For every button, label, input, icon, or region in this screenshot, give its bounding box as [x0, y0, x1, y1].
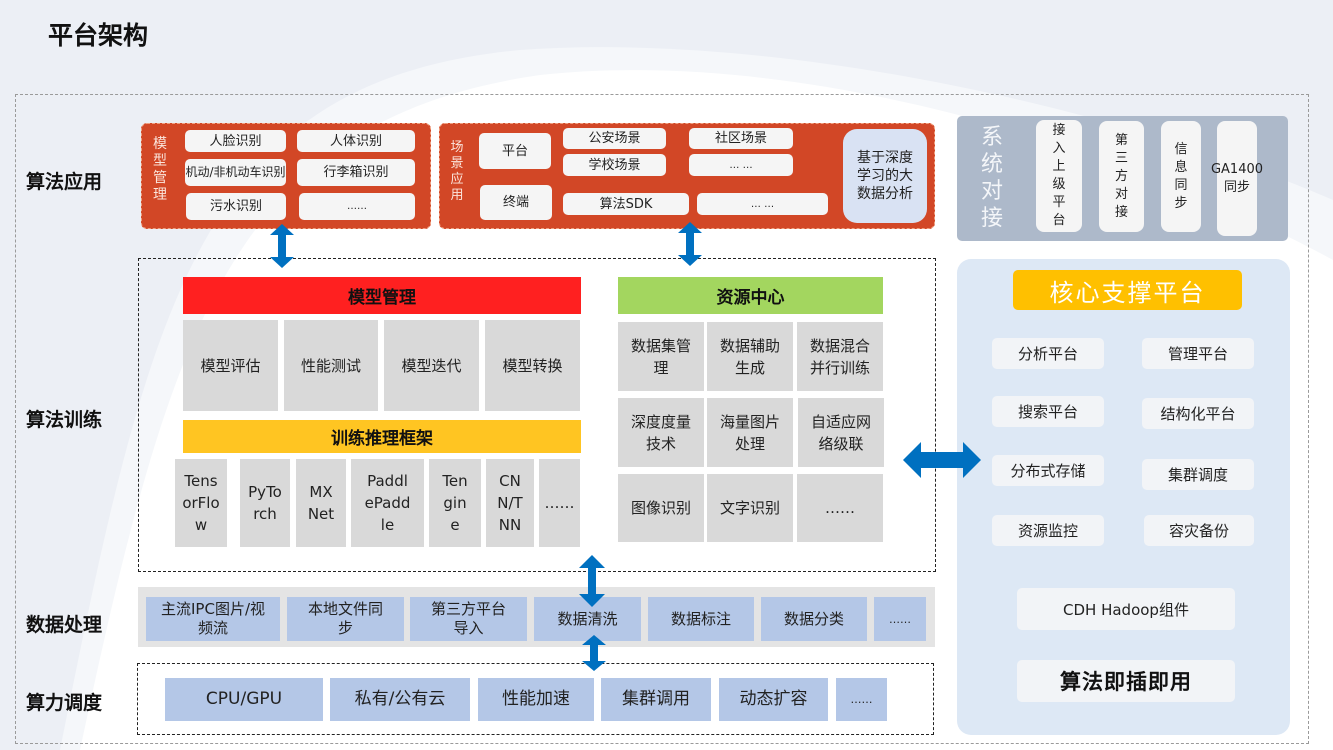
framework-tensorflow[interactable]: TensorFlow	[175, 459, 227, 547]
scene-school[interactable]: 学校场景	[563, 154, 666, 176]
framework-header: 训练推理框架	[183, 420, 581, 453]
scene-terminal[interactable]: 终端	[480, 185, 552, 220]
core-analysis-platform[interactable]: 分析平台	[992, 338, 1104, 369]
model-item-sewage[interactable]: 污水识别	[186, 193, 286, 220]
proc-local-file-sync[interactable]: 本地文件同步	[287, 597, 404, 641]
cdh-hadoop-components[interactable]: CDH Hadoop组件	[1017, 588, 1235, 630]
framework-paddlepaddle[interactable]: PaddlePaddle	[351, 459, 424, 547]
deep-learning-analysis[interactable]: 基于深度学习的大数据分析	[843, 129, 927, 223]
proc-more[interactable]: ……	[874, 597, 926, 641]
compute-dynamic-scaling[interactable]: 动态扩容	[719, 678, 828, 721]
resource-center-header: 资源中心	[618, 277, 883, 314]
framework-more[interactable]: ……	[539, 459, 580, 547]
framework-pytorch[interactable]: PyTorch	[240, 459, 290, 547]
docking-info-sync[interactable]: 信息同步	[1161, 121, 1201, 232]
docking-third-party[interactable]: 第三方对接	[1099, 121, 1144, 232]
framework-cnn-tnn[interactable]: CNN/TNN	[486, 459, 534, 547]
rc-deep-metric[interactable]: 深度度量技术	[618, 398, 704, 467]
layer-label-compute: 算力调度	[26, 692, 103, 714]
model-item-vehicle[interactable]: 机动/非机动车识别	[185, 159, 286, 186]
layer-label-training: 算法训练	[26, 409, 103, 431]
rc-mass-image-processing[interactable]: 海量图片处理	[707, 398, 793, 467]
double-arrow-vertical-icon	[582, 635, 606, 671]
page-title: 平台架构	[48, 21, 149, 50]
double-arrow-vertical-icon	[678, 222, 702, 266]
scene-algorithm-sdk[interactable]: 算法SDK	[563, 193, 689, 215]
model-management-header: 模型管理	[183, 277, 581, 314]
proc-third-party-import[interactable]: 第三方平台导入	[410, 597, 527, 641]
model-item-face[interactable]: 人脸识别	[185, 130, 286, 152]
system-docking-title: 系统对接	[980, 125, 1003, 231]
docking-ga1400-sync[interactable]: GA1400同步	[1211, 121, 1263, 236]
rc-adaptive-cascade[interactable]: 自适应网络级联	[798, 398, 884, 467]
compute-cluster-call[interactable]: 集群调用	[601, 678, 711, 721]
scene-more-2[interactable]: … …	[697, 193, 828, 215]
rc-hybrid-parallel-training[interactable]: 数据混合并行训练	[797, 322, 883, 391]
core-support-title: 核心支撑平台	[1013, 270, 1242, 310]
training-frame	[138, 258, 936, 572]
proc-ipc-stream[interactable]: 主流IPC图片/视频流	[146, 597, 280, 641]
scene-platform[interactable]: 平台	[479, 133, 551, 169]
model-item-body[interactable]: 人体识别	[297, 130, 415, 152]
core-cluster-scheduling[interactable]: 集群调度	[1142, 459, 1254, 490]
plug-and-play-algorithms[interactable]: 算法即插即用	[1017, 660, 1235, 702]
model-item-luggage[interactable]: 行李箱识别	[297, 159, 415, 186]
core-disaster-backup[interactable]: 容灾备份	[1144, 515, 1254, 546]
proc-data-cleaning[interactable]: 数据清洗	[534, 597, 641, 641]
compute-cpu-gpu[interactable]: CPU/GPU	[165, 678, 323, 721]
framework-tengine[interactable]: Tengine	[429, 459, 481, 547]
core-resource-monitoring[interactable]: 资源监控	[992, 515, 1104, 546]
framework-mxnet[interactable]: MXNet	[296, 459, 346, 547]
layer-label-application: 算法应用	[26, 171, 103, 193]
core-search-platform[interactable]: 搜索平台	[992, 396, 1104, 427]
compute-frame	[137, 663, 934, 735]
model-panel-label: 模型管理	[153, 136, 167, 203]
rc-more[interactable]: ……	[797, 474, 883, 542]
mm-evaluate[interactable]: 模型评估	[183, 320, 278, 411]
outer-frame	[15, 94, 1309, 744]
double-arrow-horizontal-icon	[903, 442, 981, 478]
rc-dataset-management[interactable]: 数据集管理	[618, 322, 704, 391]
mm-performance-test[interactable]: 性能测试	[284, 320, 378, 411]
mm-convert[interactable]: 模型转换	[485, 320, 580, 411]
compute-cloud[interactable]: 私有/公有云	[330, 678, 470, 721]
layer-label-processing: 数据处理	[26, 614, 103, 636]
core-structured-platform[interactable]: 结构化平台	[1142, 398, 1254, 429]
rc-data-aided-generation[interactable]: 数据辅助生成	[707, 322, 793, 391]
double-arrow-vertical-icon	[579, 555, 605, 607]
compute-more[interactable]: ……	[836, 678, 887, 721]
scene-community[interactable]: 社区场景	[689, 128, 793, 149]
scene-more-1[interactable]: … …	[689, 154, 793, 176]
proc-data-classification[interactable]: 数据分类	[761, 597, 867, 641]
double-arrow-vertical-icon	[270, 224, 294, 268]
proc-data-labeling[interactable]: 数据标注	[648, 597, 754, 641]
rc-image-recognition[interactable]: 图像识别	[618, 474, 704, 542]
scene-public-security[interactable]: 公安场景	[563, 128, 666, 149]
model-item-more[interactable]: ……	[299, 193, 415, 220]
rc-text-recognition[interactable]: 文字识别	[707, 474, 793, 542]
docking-upper-platform[interactable]: 接入上级平台	[1036, 120, 1082, 232]
mm-iterate[interactable]: 模型迭代	[384, 320, 479, 411]
scene-panel-label: 场景应用	[450, 140, 464, 203]
core-management-platform[interactable]: 管理平台	[1142, 338, 1254, 369]
core-distributed-storage[interactable]: 分布式存储	[992, 455, 1104, 486]
compute-acceleration[interactable]: 性能加速	[478, 678, 594, 721]
